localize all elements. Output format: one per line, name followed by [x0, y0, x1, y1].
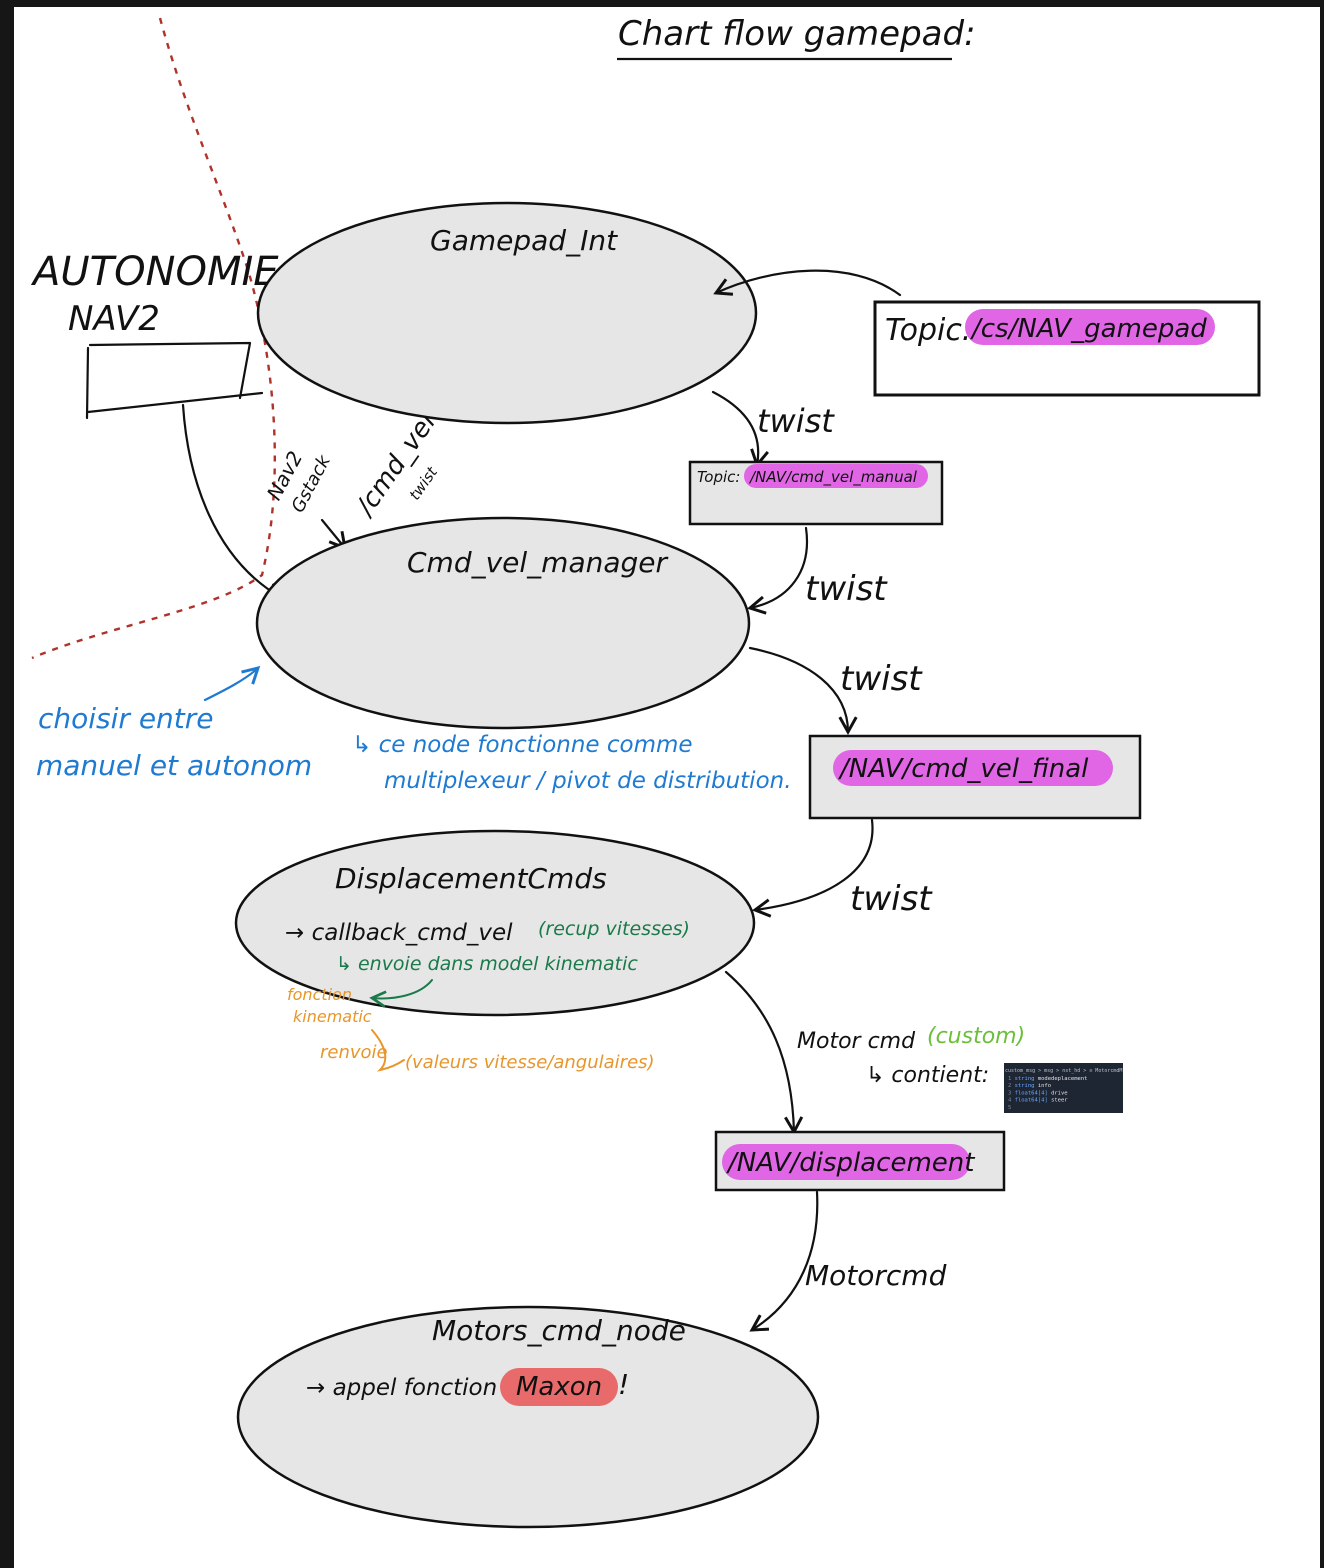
nav2-box [85, 341, 264, 420]
snippet-line: 1 string modedeplacement [1008, 1076, 1087, 1082]
motorcmd-msg-snippet: custom_msg > msg > nst_hd > ≡ MotorcmdM … [1004, 1063, 1123, 1113]
displacement-to-motors-arrow [749, 1190, 819, 1332]
edge-twist-2: twist [805, 569, 888, 609]
note-choisir-line2: manuel et autonom [36, 749, 312, 782]
edge-twist-4: twist [850, 879, 933, 919]
manager-to-final-arrow [748, 646, 858, 736]
topic-final-highlight [833, 750, 1113, 786]
snippet-line: 5 [1008, 1105, 1011, 1111]
topic-manual-name: /NAV/cmd_vel_manual [748, 468, 918, 487]
node-displacement-cmds [234, 829, 756, 1017]
snippet-line: 4 float64[4] steer [1008, 1098, 1068, 1104]
diagram-title: Chart flow gamepad: [618, 14, 976, 54]
cmd-vel-label-group: /cmd_vel twist [350, 407, 443, 522]
autonomie-title: AUTONOMIE [30, 249, 279, 295]
topic-displacement-highlight [722, 1144, 970, 1180]
note-choisir-line1: choisir entre [38, 702, 214, 735]
note-fonction-line1: fonction [287, 985, 352, 1004]
autonomy-boundary-line [31, 17, 277, 660]
node-cmd-vel-manager-label: Cmd_vel_manager [407, 546, 669, 579]
motors-line1: → appel fonction [306, 1375, 497, 1401]
topic-gamepad-name: /cs/NAV_gamepad [970, 314, 1207, 344]
node-motors-cmd-node-label: Motors_cmd_node [432, 1314, 686, 1347]
maxon-label: Maxon [516, 1372, 602, 1402]
note-renvoie: renvoie [320, 1042, 388, 1063]
manual-to-manager-arrow [747, 526, 809, 615]
topic-manual-prefix: Topic: [697, 468, 740, 486]
gamepad-to-manual-arrow [711, 390, 769, 469]
autonomie-subtitle: NAV2 [68, 299, 160, 339]
cmd-vel-topic-label: /cmd_vel [350, 407, 443, 522]
displacement-line1: → callback_cmd_vel [285, 920, 513, 946]
edge-twist-1: twist [757, 402, 835, 440]
displacement-line1-note: (recup vitesses) [538, 918, 690, 940]
edge-custom: (custom) [927, 1024, 1025, 1049]
displacement-line2: ↳ envoie dans model kinematic [336, 953, 638, 975]
node-gamepad-int-label: Gamepad_Int [430, 224, 618, 257]
edge-motorcmd: Motorcmd [805, 1259, 947, 1292]
edge-contient: ↳ contient: [866, 1063, 989, 1088]
note-renvoie-values: (valeurs vitesse/angulaires) [405, 1052, 655, 1073]
topic-manual-highlight [744, 464, 928, 488]
maxon-highlight [500, 1368, 618, 1406]
node-gamepad-int [256, 201, 758, 425]
topic-gamepad-highlight [965, 309, 1215, 345]
node-cmd-vel-manager [255, 516, 751, 730]
edge-twist-3: twist [840, 659, 923, 699]
edge-motor-cmd: Motor cmd [797, 1029, 916, 1054]
snippet-header: custom_msg > msg > nst_hd > ≡ MotorcmdM [1005, 1068, 1122, 1074]
snippet-line: 2 string info [1008, 1083, 1051, 1089]
note-fonction-line2: kinematic [293, 1007, 372, 1026]
snippet-background [1004, 1063, 1123, 1113]
note-node-line2: multiplexeur / pivot de distribution. [384, 768, 792, 794]
node-displacement-cmds-label: DisplacementCmds [335, 862, 607, 895]
nav2-output-labels: Nav2 Gstack [262, 447, 336, 516]
gamepad-topic-to-node-arrow [713, 269, 902, 297]
topic-displacement-name: /NAV/displacement [726, 1148, 975, 1178]
node-motors-cmd-node [236, 1305, 820, 1529]
kinematic-green-arrow [369, 979, 433, 1008]
renvoie-hook [371, 1029, 405, 1072]
note-choisir-arrow [203, 665, 261, 702]
topic-final-name: /NAV/cmd_vel_final [838, 754, 1089, 784]
topic-gamepad-prefix: Topic: [885, 313, 972, 348]
nav2-to-manager-arrow [181, 403, 285, 600]
final-to-displacement-arrow [751, 818, 874, 918]
snippet-line: 3 float64[4] drive [1008, 1090, 1068, 1096]
note-node-line1: ↳ ce node fonctionne comme [352, 732, 693, 758]
displacement-to-topic-arrow [724, 970, 804, 1136]
maxon-exclaim: ! [618, 1368, 629, 1401]
